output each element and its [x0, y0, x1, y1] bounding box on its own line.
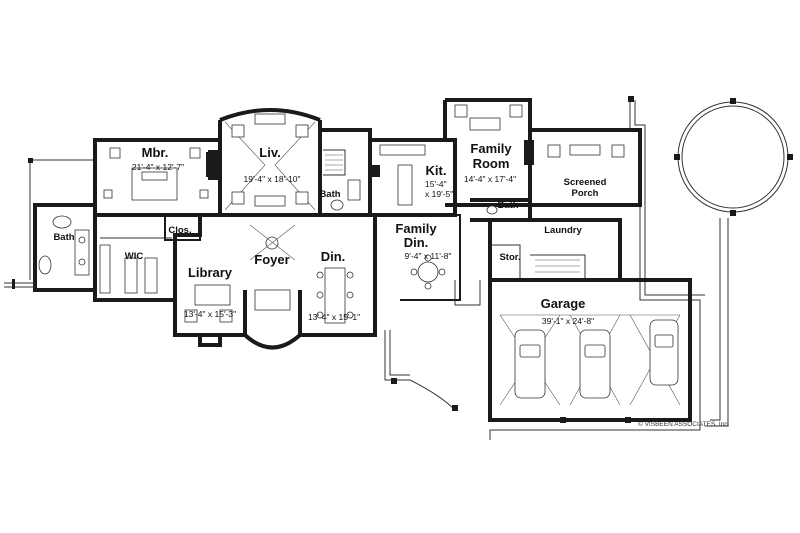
dim-kit-1: 15'-4" [425, 179, 447, 189]
label-mbr: Mbr. [142, 145, 169, 160]
label-garage: Garage [541, 296, 586, 311]
family-dining [400, 214, 461, 301]
dim-library: 13'-4" x 15'-3" [184, 309, 236, 319]
label-family-din-2: Din. [404, 235, 429, 250]
dim-din: 13'-4" x 15'-1" [308, 312, 360, 322]
gazebo [674, 98, 793, 216]
library [173, 240, 247, 347]
label-bath-family: Bath [497, 200, 518, 211]
screened-porch [530, 128, 642, 207]
front-entry [384, 280, 481, 411]
label-stor: Stor. [499, 252, 520, 263]
family-room [443, 98, 534, 207]
dim-family-din: 9'-4" x 11'-8" [405, 251, 452, 261]
label-foyer: Foyer [254, 252, 289, 267]
label-master-bath: Bath [53, 232, 74, 243]
garage [488, 278, 692, 423]
label-family-din-1: Family [395, 221, 437, 236]
label-family-room-1: Family [470, 141, 512, 156]
label-library: Library [188, 265, 233, 280]
label-clos: Clos. [168, 225, 191, 236]
label-family-room-2: Room [473, 156, 510, 171]
label-bath-liv: Bath [319, 189, 340, 200]
dim-kit-2: x 19'-5" [425, 189, 453, 199]
dim-mbr: 21'-4" x 12'-7" [132, 162, 184, 172]
label-screened-porch-1: Screened [564, 177, 607, 188]
label-laundry: Laundry [544, 225, 582, 236]
label-wic: WIC [125, 251, 144, 262]
center-bath-stair [320, 128, 372, 217]
dim-liv: 19'-4" x 18'-10" [243, 174, 300, 184]
living-room [206, 108, 322, 217]
wic-closets [93, 213, 202, 302]
dim-family-room: 14'-4" x 17'-4" [464, 174, 516, 184]
dim-garage: 39'-1" x 24'-8" [542, 316, 594, 326]
copyright-credit: © VISBEEN ASSOCIATES, Inc. [638, 420, 730, 428]
label-din: Din. [321, 249, 346, 264]
foyer [243, 214, 302, 350]
dining [300, 213, 377, 337]
label-kit: Kit. [426, 163, 447, 178]
master-bath-wing [4, 158, 97, 292]
label-liv: Liv. [259, 145, 280, 160]
label-screened-porch-2: Porch [572, 188, 599, 199]
